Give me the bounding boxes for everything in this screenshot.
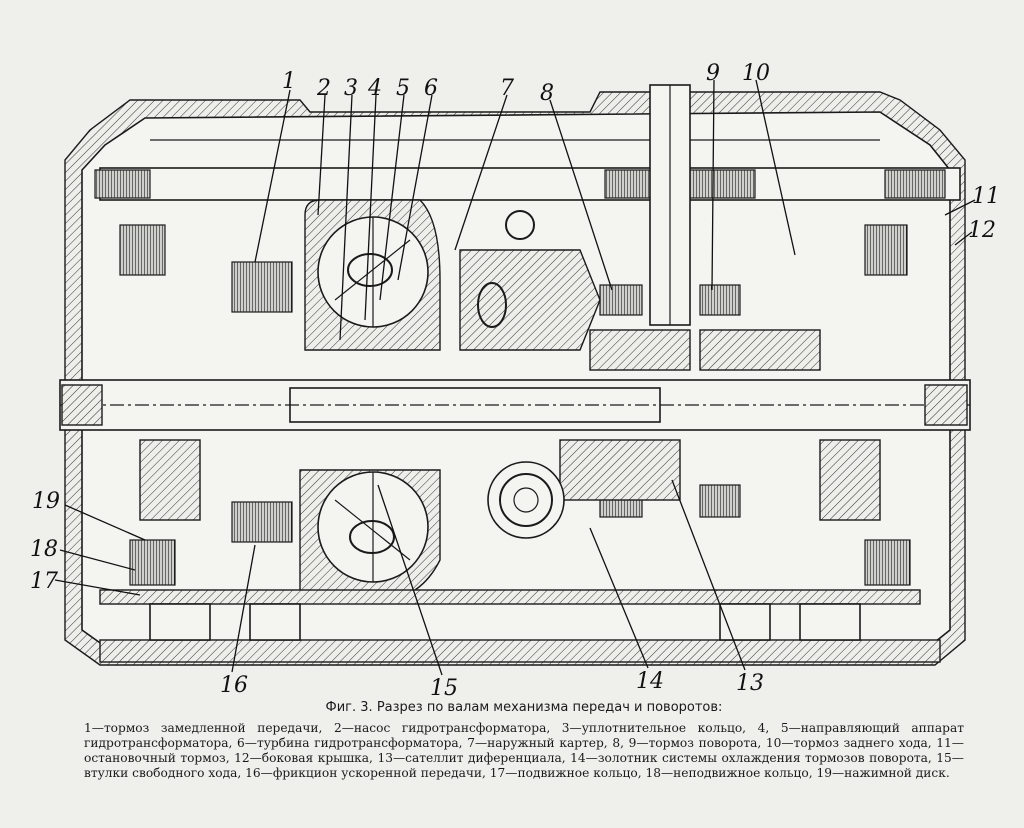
callout-12: 12 <box>968 218 996 243</box>
callout-16: 16 <box>220 673 248 698</box>
callout-18: 18 <box>30 537 58 562</box>
figure-caption: Фиг. 3. Разрез по валам механизма переда… <box>84 700 964 781</box>
callout-15: 15 <box>430 676 458 700</box>
torque-converter-lower <box>299 469 441 601</box>
cross-section-drawing: 1 2 3 4 5 6 7 8 9 10 11 12 13 14 15 16 1… <box>30 61 1000 700</box>
callout-4: 4 <box>367 76 382 101</box>
differential-bearing <box>459 210 601 539</box>
callout-10: 10 <box>742 61 770 86</box>
callout-2: 2 <box>316 76 331 101</box>
callout-14: 14 <box>636 669 664 694</box>
callout-19: 19 <box>32 489 60 514</box>
vertical-shafts <box>649 84 691 326</box>
callout-9: 9 <box>706 61 720 86</box>
clutch-packs <box>119 224 911 586</box>
callout-8: 8 <box>540 81 554 106</box>
lower-housing <box>99 589 941 663</box>
main-shaft <box>59 379 971 431</box>
callout-3: 3 <box>344 76 358 101</box>
callout-5: 5 <box>396 76 410 101</box>
callout-13: 13 <box>736 671 764 696</box>
callout-17: 17 <box>30 569 58 594</box>
callout-1: 1 <box>282 69 296 94</box>
callout-7: 7 <box>500 76 514 101</box>
leader-lines <box>54 79 976 676</box>
caption-legend: 1—тормоз замедленной передачи, 2—насос г… <box>84 721 964 780</box>
caption-title: Фиг. 3. Разрез по валам механизма переда… <box>325 700 723 715</box>
callout-11: 11 <box>972 184 1000 209</box>
torque-converter-upper <box>304 199 441 351</box>
callout-labels: 1 2 3 4 5 6 7 8 9 10 11 12 13 14 15 16 1… <box>30 61 1000 700</box>
callout-6: 6 <box>424 76 438 101</box>
